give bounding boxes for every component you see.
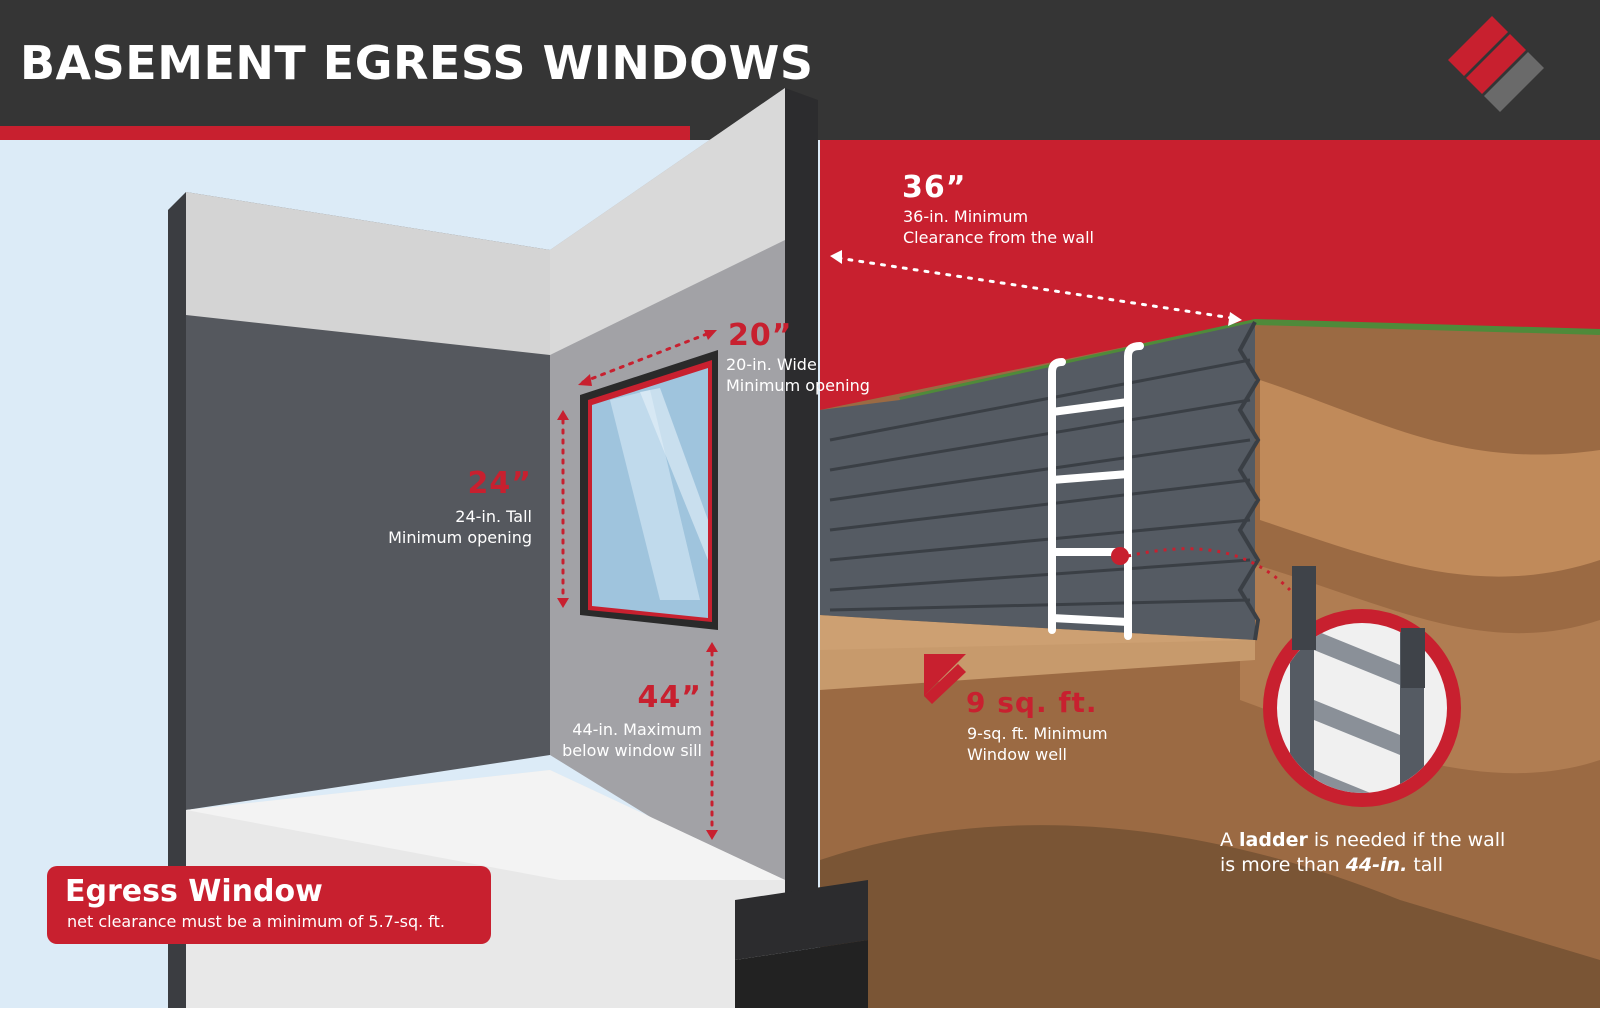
brand-logo-icon: [1448, 16, 1544, 112]
room-back-wall-top: [186, 192, 550, 355]
badge-subtitle: net clearance must be a minimum of 5.7-s…: [67, 912, 445, 931]
well-line2: Window well: [967, 745, 1067, 764]
room-wall-edge: [168, 192, 186, 1008]
window-well-floor-top: [820, 615, 1255, 650]
clearance-line1: 36-in. Minimum: [903, 207, 1029, 226]
room-floor-top: [186, 770, 785, 880]
foundation-footing: [735, 880, 868, 960]
clearance-arrow-right: [1228, 312, 1242, 326]
width-line2: Minimum opening: [726, 376, 870, 395]
foundation-base: [735, 940, 868, 1008]
ladder-note-p1: A: [1220, 829, 1240, 851]
height-line1: 24-in. Tall: [455, 507, 532, 526]
height-line2: Minimum opening: [388, 528, 532, 547]
well-line1: 9-sq. ft. Minimum: [967, 724, 1108, 743]
width-line1: 20-in. Wide: [726, 355, 817, 374]
ladder-note-p3: is more than: [1220, 854, 1346, 876]
well-wall: [820, 322, 1255, 640]
badge-title: Egress Window: [65, 874, 323, 909]
ladder-callout-dot: [1111, 547, 1129, 565]
width-value: 20”: [728, 318, 793, 353]
ladder-zoom-icon: [1263, 566, 1461, 807]
dimension-arrowheads: [557, 330, 718, 840]
header-red-stripe: [0, 126, 690, 140]
well-wall-edge: [1237, 321, 1261, 641]
height-value: 24”: [467, 466, 532, 501]
egress-window: [580, 350, 718, 630]
well-ladder: [1048, 342, 1144, 640]
sill-line1: 44-in. Maximum: [572, 720, 702, 739]
ladder-note-italic: 44-in.: [1345, 854, 1408, 876]
ladder-note: A ladder is needed if the wall is more t…: [1220, 828, 1505, 878]
ladder-note-bold: ladder: [1239, 829, 1308, 851]
soil-layer-3: [820, 825, 1600, 1008]
clearance-value: 36”: [902, 170, 967, 205]
clearance-line2: Clearance from the wall: [903, 228, 1094, 247]
clearance-arrow-left: [830, 250, 842, 264]
clearance-line: [836, 256, 1234, 320]
page-title: BASEMENT EGRESS WINDOWS: [20, 36, 814, 90]
well-wall-ridges: [829, 358, 1251, 612]
ladder-callout-line: [1127, 547, 1292, 592]
ladder-note-p4: tall: [1407, 854, 1443, 876]
sill-line2: below window sill: [562, 741, 702, 760]
ladder-note-p2: is needed if the wall: [1307, 829, 1506, 851]
room-back-wall: [186, 192, 550, 810]
room-side-wall-top: [550, 88, 785, 355]
foundation-wall: [785, 88, 818, 900]
egress-window-badge: Egress Window net clearance must be a mi…: [47, 866, 491, 944]
sill-value: 44”: [637, 680, 702, 715]
dimension-lines: [561, 330, 714, 832]
window-well-corner-icon: [924, 654, 966, 704]
well-value: 9 sq. ft.: [966, 686, 1098, 719]
soil-layer-1: [1260, 380, 1600, 577]
